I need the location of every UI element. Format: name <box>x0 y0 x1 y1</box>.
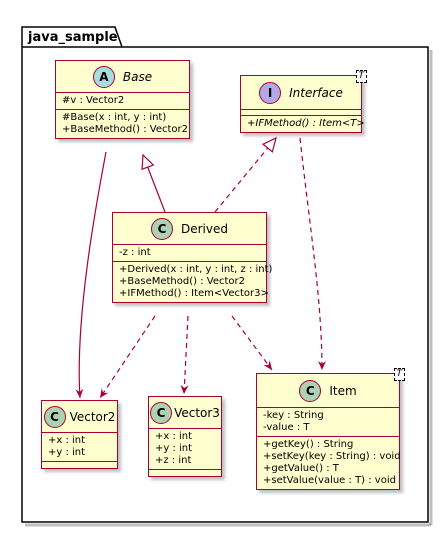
class-icon: C <box>299 379 322 402</box>
rel-derived-interface <box>214 136 277 213</box>
class-vector2-header: C Vector2 <box>42 401 117 433</box>
method: +IFMethod() : Item<Vector3> <box>119 288 269 299</box>
field: -z : int <box>119 247 151 258</box>
type-parameter: T <box>393 368 405 381</box>
method: +BaseMethod() : Vector2 <box>62 124 188 135</box>
class-interface-fields <box>241 110 361 116</box>
field: +x : int <box>48 435 86 446</box>
method: +Derived(x : int, y : int, z : int) <box>119 264 273 275</box>
class-vector2-methods <box>42 462 117 468</box>
class-vector2-name: Vector2 <box>69 409 116 424</box>
rel-derived-item <box>231 315 273 371</box>
class-icon: C <box>151 217 173 240</box>
class-vector2-fields: +x : int +y : int <box>42 433 117 462</box>
class-item-name: Item <box>329 383 357 398</box>
interface-icon: I <box>259 81 282 104</box>
class-base-fields: #v : Vector2 <box>56 93 189 110</box>
package-name: java_sample <box>28 30 118 45</box>
method: #Base(x : int, y : int) <box>62 112 167 123</box>
class-vector3-header: C Vector3 <box>149 397 221 429</box>
class-icon: C <box>150 401 173 424</box>
method: +setKey(key : String) : void <box>263 451 401 462</box>
method: +getValue() : T <box>263 463 339 474</box>
class-derived-methods: +Derived(x : int, y : int, z : int) +Bas… <box>113 262 273 302</box>
class-item-methods: +getKey() : String +setKey(key : String)… <box>257 437 401 489</box>
class-derived-fields: -z : int <box>113 245 266 262</box>
class-base[interactable]: A Base #v : Vector2 #Base(x : int, y : i… <box>55 60 190 139</box>
field: +z : int <box>155 455 192 466</box>
field: +y : int <box>48 447 86 458</box>
rel-derived-vector3 <box>180 315 189 395</box>
class-base-header: A Base <box>56 61 189 93</box>
class-derived-header: C Derived <box>113 213 266 245</box>
class-interface-header: I Interface <box>241 76 361 110</box>
method: +setValue(value : T) : void <box>263 475 396 486</box>
class-interface-name: Interface <box>289 85 343 100</box>
method: +BaseMethod() : Vector2 <box>119 276 245 287</box>
class-base-name: Base <box>122 69 153 84</box>
rel-derived-vector2 <box>99 315 156 399</box>
method: +getKey() : String <box>263 439 354 450</box>
class-vector3-name: Vector3 <box>174 405 220 420</box>
class-item[interactable]: T C Item -key : String -value : T +getKe… <box>256 368 405 490</box>
field: +x : int <box>155 431 193 442</box>
field: -key : String <box>263 410 324 421</box>
class-icon: C <box>43 405 66 428</box>
class-derived-name: Derived <box>181 221 228 236</box>
class-interface-methods: +IFMethod() : Item<T> <box>241 116 365 132</box>
field: +y : int <box>155 443 193 454</box>
rel-derived-base <box>141 153 166 213</box>
class-vector3[interactable]: C Vector3 +x : int +y : int +z : int <box>148 396 222 477</box>
method: +IFMethod() : Item<T> <box>247 118 365 129</box>
class-vector3-fields: +x : int +y : int +z : int <box>149 429 221 470</box>
class-vector3-methods <box>149 470 221 476</box>
type-parameter: T <box>355 70 367 83</box>
class-base-methods: #Base(x : int, y : int) +BaseMethod() : … <box>56 110 189 138</box>
class-vector2[interactable]: C Vector2 +x : int +y : int <box>41 400 118 469</box>
rel-base-vector2 <box>75 151 107 399</box>
class-item-fields: -key : String -value : T <box>257 408 399 437</box>
class-item-header: C Item <box>257 374 399 408</box>
class-interface[interactable]: T I Interface +IFMethod() : Item<T> <box>240 70 367 133</box>
abstract-class-icon: A <box>92 65 115 88</box>
class-derived[interactable]: C Derived -z : int +Derived(x : int, y :… <box>112 212 273 303</box>
field: #v : Vector2 <box>62 95 125 106</box>
field: -value : T <box>263 422 310 433</box>
